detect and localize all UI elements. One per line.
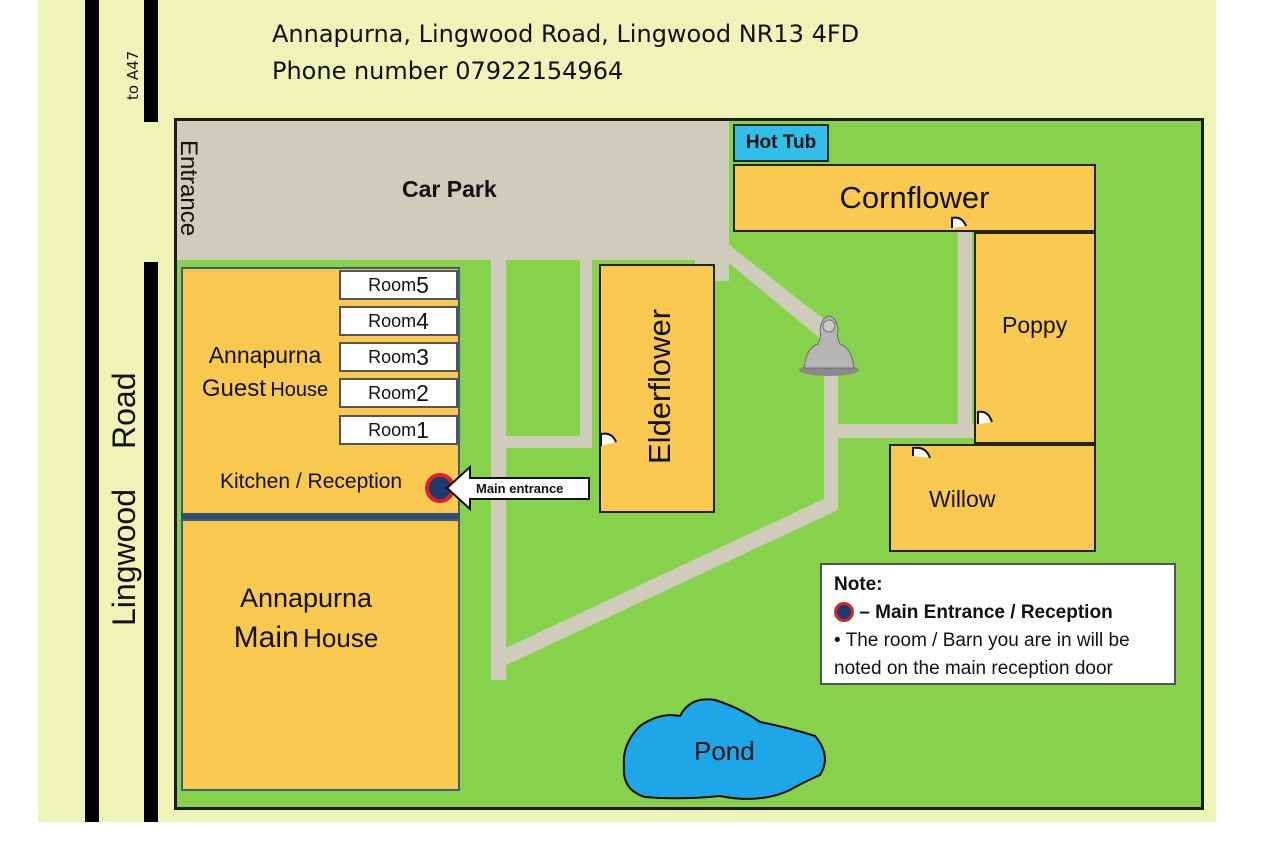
main-house-label-line2: Main House (233, 621, 379, 654)
kitchen-reception-label: Kitchen / Reception (220, 470, 403, 493)
pond-label: Pond (694, 736, 755, 766)
main-entrance-label: Main entrance (476, 481, 564, 496)
building-divider (181, 513, 460, 521)
main-house-label-line1: Annapurna (239, 583, 373, 613)
guest-house-label-line1: Annapurna (208, 342, 322, 368)
phone-text: Phone number 07922154964 (272, 57, 624, 85)
door-icon (951, 216, 967, 228)
note-line-1: – Main Entrance / Reception (834, 599, 1162, 627)
guest-house-label: Annapurna Guest House (190, 338, 340, 409)
cornflower-label: Cornflower (839, 180, 990, 215)
arrow-left-icon (445, 464, 590, 512)
pond-shape (622, 698, 826, 800)
guest-house-label-line2: Guest House (201, 375, 329, 402)
cornflower-building: Cornflower (733, 164, 1096, 232)
note-line-3: noted on the main reception door (834, 658, 1113, 679)
buddha-statue-icon (799, 315, 859, 376)
main-house-building (181, 519, 460, 791)
willow-label: Willow (929, 486, 996, 512)
willow-building: Willow (889, 444, 1096, 552)
door-icon (977, 410, 993, 424)
note-line-2: • The room / Barn you are in will be (834, 630, 1130, 651)
address-text: Annapurna, Lingwood Road, Lingwood NR13 … (272, 20, 860, 48)
road-edge-left (85, 0, 99, 822)
road-edge-right-bottom (144, 262, 158, 822)
car-park-label: Car Park (402, 176, 497, 202)
main-house-label: Annapurna Main House (206, 578, 406, 663)
main-entrance-dot-icon (834, 602, 854, 622)
hot-tub: Hot Tub (733, 124, 829, 162)
door-icon (912, 446, 931, 459)
road-edge-right-top (144, 0, 158, 122)
door-icon (600, 432, 617, 446)
elderflower-building (599, 264, 715, 513)
note-box: Note: – Main Entrance / Reception • The … (820, 563, 1176, 685)
note-title: Note: (834, 574, 883, 595)
poppy-building: Poppy (974, 232, 1096, 444)
poppy-label: Poppy (1002, 312, 1068, 338)
